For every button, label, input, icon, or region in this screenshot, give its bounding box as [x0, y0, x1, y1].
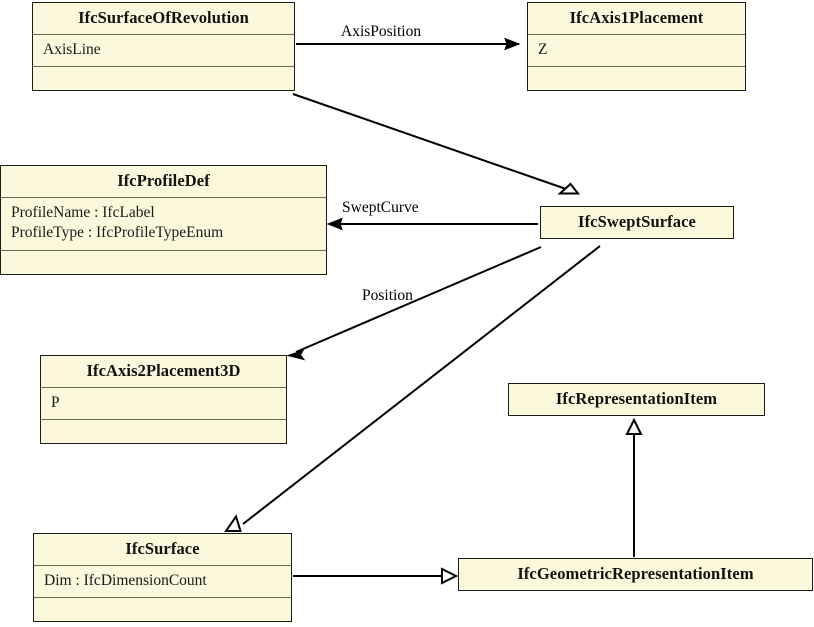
class-operations-ifcsurfaceofrevolution — [33, 67, 294, 90]
class-box-ifcsurface[interactable]: IfcSurface Dim : IfcDimensionCount — [33, 533, 292, 623]
attribute-row: ProfileType : IfcProfileTypeEnum — [11, 224, 224, 242]
class-box-ifcgeometricrepresentationitem[interactable]: IfcGeometricRepresentationItem — [458, 558, 813, 591]
attribute-row: Dim : IfcDimensionCount — [44, 571, 207, 589]
class-operations-ifcsurface — [34, 598, 291, 621]
attribute-row: P — [51, 393, 60, 411]
class-name-ifcaxis2placement3d: IfcAxis2Placement3D — [86, 361, 241, 380]
compartment-separator — [41, 419, 286, 421]
class-attributes-ifcprofiledef: ProfileName : IfcLabel ProfileType : Ifc… — [1, 198, 326, 250]
class-attributes-ifcaxis1placement: Z — [528, 35, 745, 66]
edge-label-axisposition: AxisPosition — [341, 23, 422, 40]
compartment-separator — [34, 597, 291, 599]
edge-generalization-surfaceofrevolution-sweptsurface — [292, 93, 581, 195]
class-attributes-ifcsurface: Dim : IfcDimensionCount — [34, 566, 291, 597]
edge-label-sweptcurve: SweptCurve — [342, 199, 419, 216]
class-box-ifcsurfaceofrevolution[interactable]: IfcSurfaceOfRevolution AxisLine — [32, 2, 295, 92]
edge-position — [286, 246, 542, 361]
edge-generalization-surface-geomrepitem — [293, 567, 459, 585]
edge-label-position: Position — [362, 287, 413, 304]
attribute-row: AxisLine — [43, 40, 101, 58]
compartment-separator — [34, 564, 291, 566]
class-name-ifcsurface: IfcSurface — [125, 539, 200, 558]
compartment-separator — [1, 196, 326, 198]
edge-axisposition — [296, 37, 521, 51]
class-box-ifcaxis1placement[interactable]: IfcAxis1Placement Z — [527, 2, 746, 92]
class-attributes-ifcsurfaceofrevolution: AxisLine — [33, 35, 294, 66]
compartment-separator — [528, 33, 745, 35]
class-name-ifcgeometricrepresentationitem: IfcGeometricRepresentationItem — [517, 564, 754, 583]
compartment-separator — [528, 66, 745, 68]
class-operations-ifcaxis2placement3d — [41, 420, 286, 443]
class-attributes-ifcaxis2placement3d: P — [41, 388, 286, 419]
edge-generalization-geomrepitem-representationitem — [625, 417, 643, 557]
attribute-row: Z — [538, 40, 548, 58]
class-name-ifcsurfaceofrevolution: IfcSurfaceOfRevolution — [78, 8, 249, 27]
compartment-separator — [1, 249, 326, 251]
class-name-ifcrepresentationitem: IfcRepresentationItem — [555, 389, 718, 408]
class-box-ifcprofiledef[interactable]: IfcProfileDef ProfileName : IfcLabel Pro… — [0, 165, 327, 275]
compartment-separator — [41, 386, 286, 388]
class-box-ifcaxis2placement3d[interactable]: IfcAxis2Placement3D P — [40, 355, 287, 445]
class-operations-ifcaxis1placement — [528, 67, 745, 90]
class-box-ifcrepresentationitem[interactable]: IfcRepresentationItem — [508, 383, 765, 416]
compartment-separator — [33, 66, 294, 68]
attribute-row: ProfileName : IfcLabel — [11, 203, 155, 221]
edge-sweptcurve — [326, 217, 538, 231]
class-name-ifcprofiledef: IfcProfileDef — [117, 171, 210, 190]
edge-generalization-sweptsurface-surface — [224, 245, 601, 532]
class-operations-ifcprofiledef — [1, 251, 326, 274]
class-name-ifcsweptsurface: IfcSweptSurface — [578, 212, 696, 231]
class-name-ifcaxis1placement: IfcAxis1Placement — [569, 8, 704, 27]
compartment-separator — [33, 33, 294, 35]
class-box-ifcsweptsurface[interactable]: IfcSweptSurface — [540, 206, 734, 239]
